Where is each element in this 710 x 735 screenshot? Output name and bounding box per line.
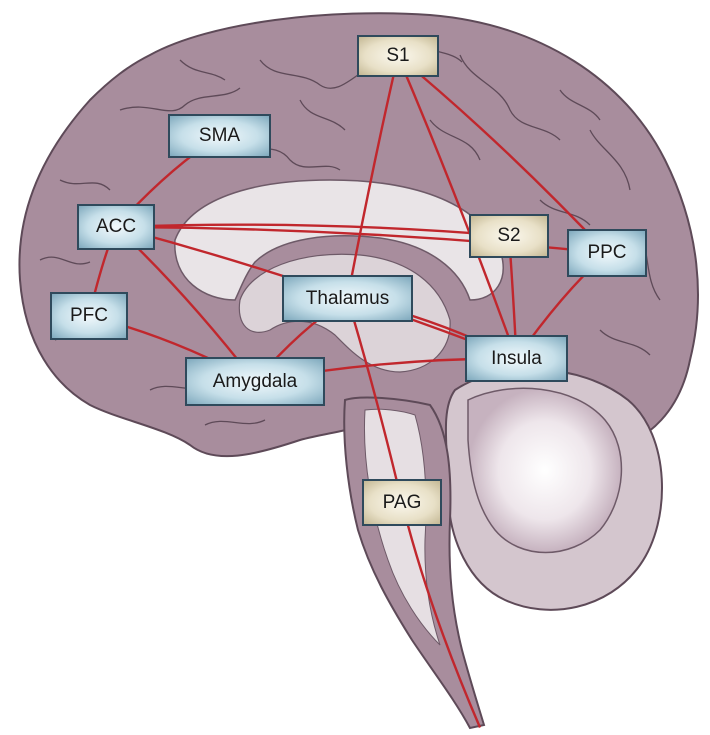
region-ppc-label: PPC — [587, 242, 626, 264]
region-sma: SMA — [168, 114, 271, 158]
region-ppc: PPC — [567, 229, 647, 277]
region-amygdala-label: Amygdala — [213, 371, 298, 393]
region-pfc: PFC — [50, 292, 128, 340]
region-s2-label: S2 — [497, 225, 520, 247]
region-pfc-label: PFC — [70, 305, 108, 327]
region-s2: S2 — [469, 214, 549, 258]
region-amygdala: Amygdala — [185, 357, 325, 406]
region-sma-label: SMA — [199, 125, 240, 147]
region-thalamus: Thalamus — [282, 275, 413, 322]
region-acc: ACC — [77, 204, 155, 250]
region-s1: S1 — [357, 35, 439, 77]
region-insula: Insula — [465, 335, 568, 382]
region-acc-label: ACC — [96, 216, 136, 238]
region-insula-label: Insula — [491, 348, 542, 370]
region-s1-label: S1 — [386, 45, 409, 67]
region-thalamus-label: Thalamus — [306, 288, 389, 310]
region-pag-label: PAG — [383, 492, 422, 514]
region-pag: PAG — [362, 479, 442, 526]
